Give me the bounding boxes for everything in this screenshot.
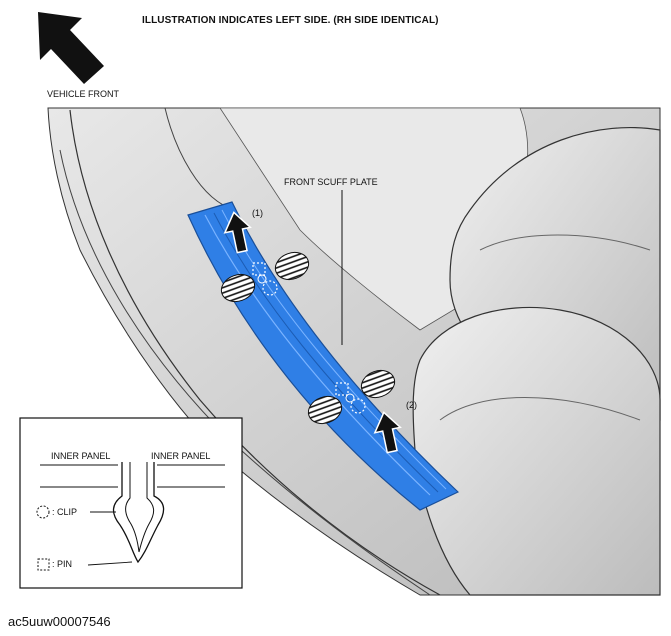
clip-legend-label: : CLIP (52, 507, 78, 517)
vehicle-front-arrow (38, 12, 104, 84)
removal-arrow-1 (223, 211, 252, 254)
pin-legend-label: : PIN (52, 559, 73, 569)
pin-marker-2 (335, 382, 349, 396)
front-scuff-plate-label: FRONT SCUFF PLATE (284, 177, 378, 187)
illustration-note: ILLUSTRATION INDICATES LEFT SIDE. (RH SI… (142, 15, 439, 26)
seat-seam-lower (439, 397, 641, 421)
pin-legend-icon (37, 558, 50, 571)
seat-seam (479, 234, 651, 251)
seat-side (412, 306, 661, 596)
image-id: ac5uuw00007546 (8, 614, 111, 629)
clip-marker-2b (345, 393, 355, 403)
clip-hatch-2 (220, 273, 256, 303)
clip-marker-1 (262, 280, 278, 296)
removal-arrow-2 (373, 411, 402, 454)
vehicle-front-label: VEHICLE FRONT (47, 89, 120, 99)
clip-cross-section (112, 462, 165, 564)
scuff-plate-groove-2 (213, 212, 439, 493)
clip-hatch-3 (360, 369, 396, 399)
step-1-label: (1) (252, 208, 263, 218)
scuff-plate-groove-1 (204, 214, 431, 496)
pin-marker-1 (252, 262, 266, 276)
b-pillar-edge (69, 109, 441, 596)
inner-panel-right-label: INNER PANEL (151, 451, 211, 461)
step-2-label: (2) (406, 400, 417, 410)
inner-panel-left-label: INNER PANEL (51, 451, 111, 461)
clip-hatch-1 (274, 251, 310, 281)
clip-marker-1b (257, 274, 267, 284)
clip-detail-inset (19, 417, 243, 589)
pin-leader (87, 561, 133, 566)
clip-hatch-4 (307, 395, 343, 425)
clip-marker-2 (350, 398, 366, 414)
clip-cross-section-inner (125, 462, 155, 553)
clip-legend-icon (36, 505, 50, 519)
